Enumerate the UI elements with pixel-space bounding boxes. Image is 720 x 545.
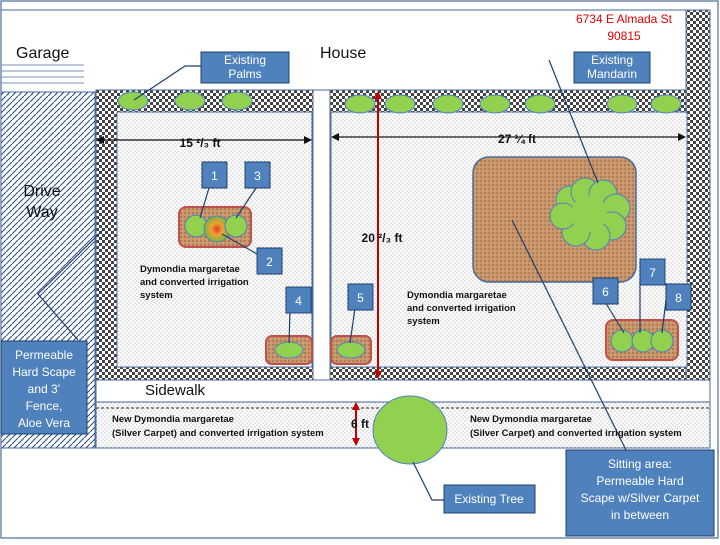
sitting-area-box — [565, 449, 715, 537]
palm-plant — [650, 94, 682, 114]
plant-label-1 — [201, 161, 228, 189]
palm-plant — [174, 91, 206, 111]
sitting-area-text-line: Scape w/Silver Carpet — [581, 491, 700, 505]
plain-labels: 6734 E Almada St 90815 Garage House Driv… — [16, 12, 673, 431]
existing-mandarin-box — [573, 51, 651, 84]
plant-8 — [650, 329, 674, 353]
dim-right-width: 27 ¼ ft — [498, 132, 536, 146]
plant-label-8 — [665, 283, 692, 311]
palm-plant — [221, 91, 253, 111]
existing-palms-text-line: Existing — [224, 53, 266, 67]
plant-number-1: 1 — [211, 169, 218, 183]
callout-boxes — [0, 51, 715, 537]
existing-mandarin-text-line: Mandarin — [587, 67, 637, 81]
plant-6 — [610, 329, 634, 353]
permeable-text-line: Fence, — [26, 399, 63, 413]
plant-number-4: 4 — [295, 294, 302, 308]
dim-depth: 20 ²/₃ ft — [362, 231, 403, 245]
permeable-text-line: and 3’ — [28, 382, 61, 396]
note-left-yard-line: Dymondia margaretae — [140, 264, 240, 275]
palm-row-left — [117, 91, 253, 111]
palm-plant — [384, 94, 416, 114]
driveway-label-1: Drive — [23, 183, 60, 200]
plant-number-6: 6 — [602, 285, 609, 299]
house-label: House — [320, 45, 366, 62]
permeable-text-line: Aloe Vera — [18, 416, 70, 430]
plant-number-8: 8 — [675, 291, 682, 305]
planter-left — [178, 206, 252, 248]
address-line-2: 90815 — [607, 29, 641, 43]
note-right-yard-line: system — [407, 316, 440, 327]
leader-lines — [37, 59, 668, 501]
note-strip-right-line: (Silver Carpet) and converted irrigation… — [470, 428, 682, 439]
palm-plant — [524, 94, 556, 114]
plant-label-3 — [244, 161, 271, 189]
sitting-area-text-line: in between — [611, 508, 669, 522]
existing-palms-box — [200, 51, 290, 84]
sitting-area-text-line: Permeable Hard — [596, 474, 683, 488]
plant-number-2: 2 — [266, 255, 273, 269]
palm-plant — [606, 94, 638, 114]
note-strip-left-line: (Silver Carpet) and converted irrigation… — [112, 428, 324, 439]
plant-3 — [224, 214, 248, 238]
plant-number-7: 7 — [649, 266, 656, 280]
planter-right — [605, 319, 679, 361]
palm-plant — [479, 94, 511, 114]
palm-row-right — [344, 94, 682, 114]
existing-tree — [372, 395, 448, 465]
palm-plant — [117, 91, 149, 111]
existing-mandarin-text-line: Existing — [591, 53, 633, 67]
existing-palms-text-line: Palms — [228, 67, 261, 81]
garage-label: Garage — [16, 45, 69, 62]
plant-label-4 — [285, 286, 312, 314]
plant-label-5 — [347, 283, 374, 311]
plant-1 — [184, 214, 208, 238]
dim-left-width: 15 ²/₃ ft — [180, 136, 221, 150]
note-right-yard-line: and converted irrigation — [407, 303, 516, 314]
dimension-arrows — [96, 91, 686, 446]
existing-tree-text-line: Existing Tree — [454, 492, 524, 506]
permeable-text-line: Permeable — [15, 348, 73, 362]
note-right-yard-line: Dymondia margaretae — [407, 290, 507, 301]
existing-tree-box — [443, 484, 536, 514]
text-layer: ExistingPalmsExistingMandarinPermeableHa… — [12, 53, 700, 522]
note-left-yard-line: and converted irrigation — [140, 277, 249, 288]
mandarin-tree — [549, 177, 631, 251]
sidewalk-label: Sidewalk — [145, 382, 206, 399]
plant-number-3: 3 — [254, 169, 261, 183]
note-strip-right-line: New Dymondia margaretae — [470, 414, 592, 425]
plant-label-6 — [592, 277, 619, 305]
permeable-box — [0, 340, 88, 435]
palm-plant — [344, 94, 376, 114]
walkway — [312, 89, 331, 381]
note-strip-left-line: New Dymondia margaretae — [112, 414, 234, 425]
palm-plant — [432, 94, 464, 114]
address-line-1: 6734 E Almada St — [576, 12, 673, 26]
sitting-area — [472, 156, 637, 283]
permeable-text-line: Hard Scape — [12, 365, 76, 379]
dim-strip-depth: 6 ft — [351, 417, 369, 431]
plant-label-2 — [256, 247, 283, 275]
plant-label-7 — [639, 258, 666, 286]
note-left-yard-line: system — [140, 290, 173, 301]
driveway-label-2: Way — [26, 204, 57, 221]
sitting-area-text-line: Sitting area: — [608, 457, 672, 471]
plant-number-5: 5 — [357, 291, 364, 305]
